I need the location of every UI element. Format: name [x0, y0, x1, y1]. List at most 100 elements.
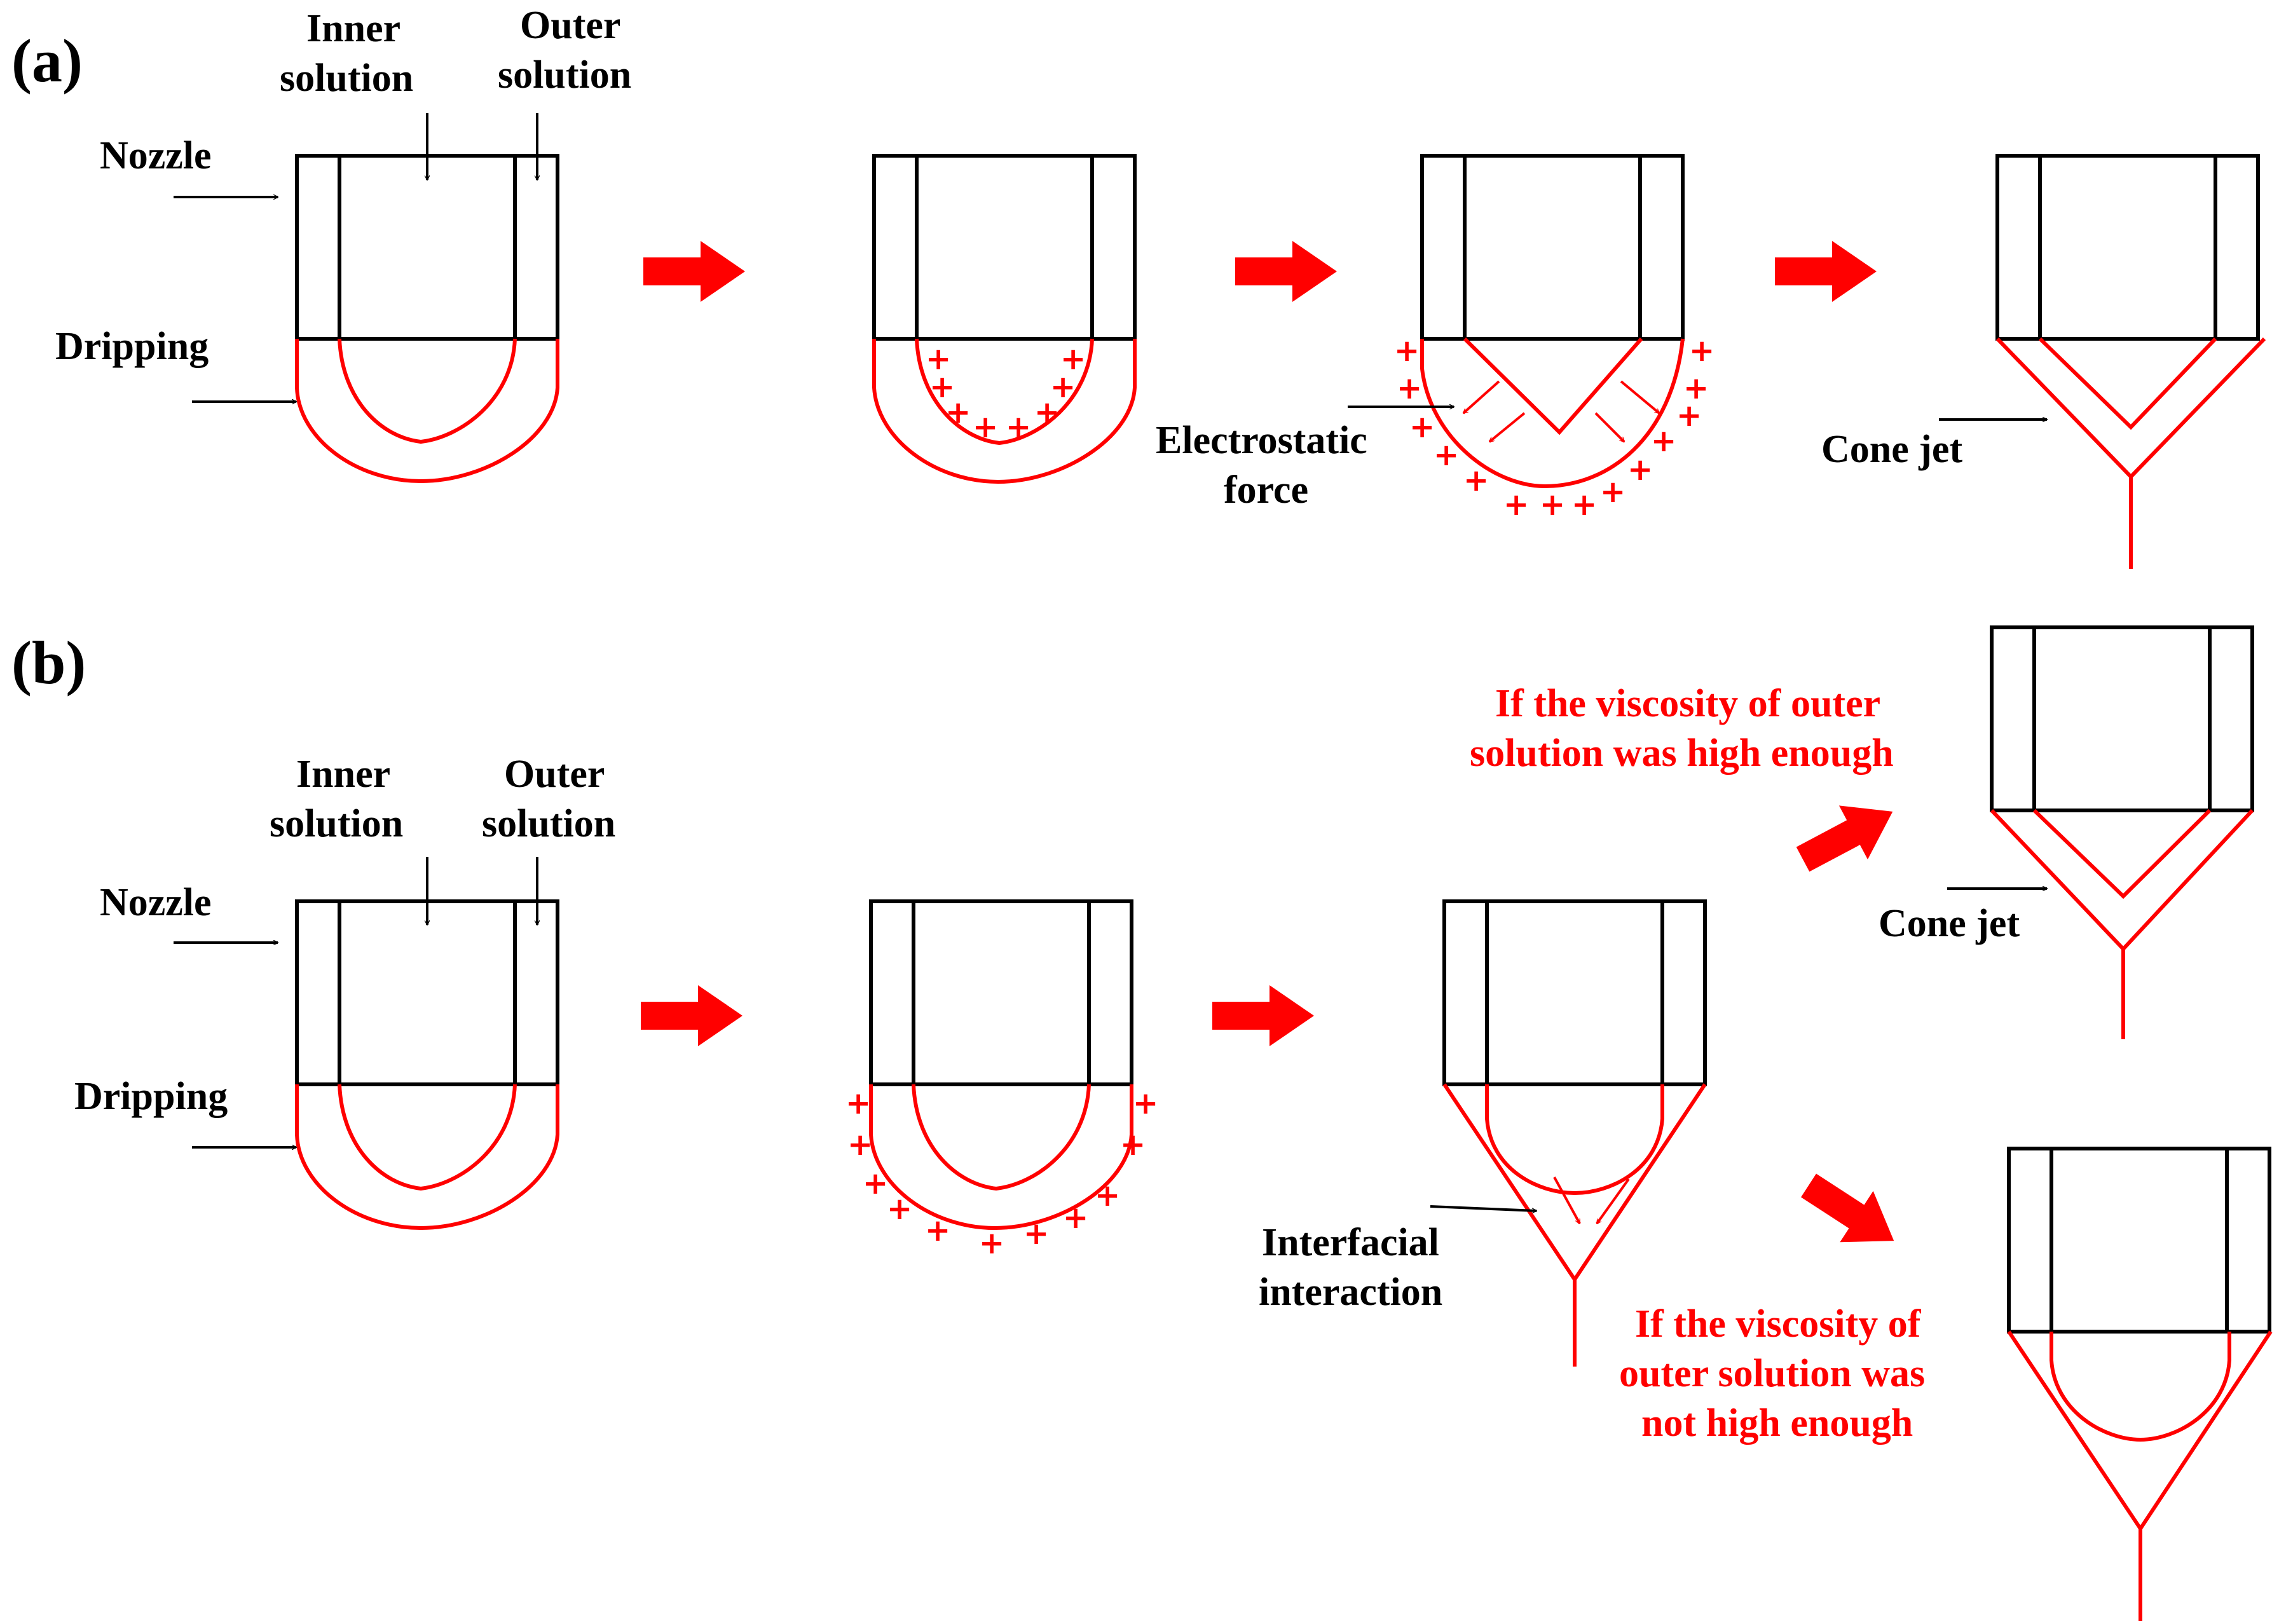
- panel-b-step1-dripping: Inner solution Outer solution Nozzle Dri…: [74, 753, 615, 1231]
- dripping-label: Dripping: [55, 325, 209, 368]
- force-arrows: [1463, 380, 1659, 443]
- charge: +: [1571, 487, 1597, 522]
- outer-cone: [1990, 809, 2254, 952]
- process-arrow: [1235, 241, 1337, 302]
- panel-a-step1-dripping: Inner solution Outer solution Nozzle Dri…: [55, 4, 631, 484]
- charges: + + + + + + + + + + + + + +: [1394, 333, 1714, 522]
- branch-arrow-high: [1788, 784, 1907, 887]
- nozzle-label: Nozzle: [100, 881, 212, 924]
- nozzle-shape: [1444, 901, 1705, 1084]
- charges: + + + + + + + +: [926, 341, 1086, 445]
- panel-a-step3-electrostatic: + + + + + + + + + + + + + + Electrostati…: [1156, 156, 1714, 522]
- outer-droplet: [1420, 338, 1685, 489]
- panel-b: (b) Inner solution Outer solution Nozzle…: [11, 627, 2273, 1621]
- interfacial-interaction-label: Interfacial interaction: [1259, 1221, 1449, 1314]
- charge: +: [979, 1225, 1004, 1261]
- inner-droplet: [1485, 1084, 1664, 1196]
- charge: +: [1409, 409, 1435, 445]
- force-arrow: [1620, 380, 1659, 414]
- charge: +: [929, 369, 955, 405]
- process-arrow: [641, 985, 743, 1046]
- outer-cone: [2007, 1330, 2273, 1532]
- branch-arrow-low: [1791, 1159, 1911, 1267]
- charge: +: [1006, 409, 1031, 445]
- inner-droplet: [912, 1084, 1091, 1191]
- outer-droplet: [295, 1084, 559, 1231]
- nozzle-shape: [297, 901, 558, 1084]
- panel-a-step4-cone-jet: Cone jet: [1821, 156, 2266, 569]
- charge: +: [1095, 1178, 1120, 1213]
- outer-droplet: [869, 1084, 1133, 1231]
- charge: +: [925, 1213, 950, 1248]
- charge: +: [1689, 333, 1714, 369]
- inner-cone: [2032, 809, 2212, 899]
- charge: +: [1397, 371, 1422, 406]
- force-arrow: [1489, 412, 1526, 443]
- inner-droplet: [338, 1084, 517, 1191]
- electrostatic-force-label: Electrostatic force: [1156, 419, 1377, 512]
- charge: +: [1063, 1200, 1088, 1236]
- charge: +: [1060, 341, 1086, 377]
- charge: +: [1463, 463, 1489, 498]
- charge: +: [1050, 369, 1076, 405]
- inner-cone: [1463, 337, 1643, 435]
- charge: +: [973, 409, 998, 445]
- outer-droplet: [295, 339, 559, 484]
- force-arrow: [1594, 412, 1624, 442]
- interfacial-pointer: [1430, 1205, 1536, 1211]
- interaction-arrow: [1553, 1177, 1581, 1224]
- charge: +: [1120, 1127, 1146, 1163]
- panel-b-step2-charging: + + + + + + + + + + +: [845, 901, 1158, 1261]
- cone-jet-label: Cone jet: [1879, 902, 2020, 945]
- charge: +: [1651, 423, 1676, 459]
- inner-solution-label: Inner solution: [280, 7, 413, 100]
- charge: +: [887, 1191, 912, 1227]
- outer-solution-label: Outer solution: [482, 753, 615, 845]
- charge: +: [1133, 1086, 1158, 1121]
- charge: +: [1627, 452, 1653, 488]
- outer-droplet: [872, 339, 1137, 484]
- nozzle-shape: [1992, 627, 2252, 810]
- charge: +: [926, 341, 951, 377]
- outer-cone: [1995, 337, 2266, 480]
- charge: +: [1540, 487, 1565, 522]
- nozzle-shape: [874, 156, 1135, 339]
- inner-cone: [2038, 337, 2217, 430]
- charge: +: [847, 1127, 873, 1163]
- panel-a-label: (a): [11, 27, 83, 95]
- nozzle-shape: [297, 156, 558, 339]
- outer-cone: [1442, 1083, 1707, 1283]
- charge: +: [1034, 395, 1060, 430]
- cone-jet-label: Cone jet: [1821, 428, 1962, 471]
- panel-b-step3-interfacial: Interfacial interaction: [1259, 901, 1705, 1367]
- nozzle-shape: [1422, 156, 1683, 339]
- charge: +: [1503, 487, 1529, 522]
- panel-b-label: (b): [11, 629, 86, 697]
- charge: +: [845, 1086, 871, 1121]
- process-arrow: [1212, 985, 1314, 1046]
- nozzle-shape: [1997, 156, 2258, 339]
- panel-a: (a) Inner solution Outer solution Nozzle…: [11, 4, 2266, 569]
- process-arrow: [1775, 241, 1877, 302]
- inner-droplet: [915, 338, 1094, 446]
- outcome-low-viscosity: If the viscosity of outer solution was n…: [1619, 1149, 2273, 1621]
- charge: +: [1394, 333, 1420, 369]
- outcome-high-viscosity: If the viscosity of outer solution was h…: [1470, 627, 2252, 1039]
- inner-droplet: [2050, 1332, 2231, 1442]
- charges: + + + + + + + + + + +: [845, 1086, 1158, 1261]
- charge: +: [1683, 371, 1709, 406]
- charge: +: [1676, 398, 1702, 433]
- high-viscosity-label: If the viscosity of outer solution was h…: [1470, 682, 1894, 775]
- process-arrow: [643, 241, 745, 302]
- charge: +: [1023, 1216, 1049, 1252]
- charge: +: [863, 1166, 888, 1201]
- inner-droplet: [338, 338, 517, 444]
- nozzle-shape: [2009, 1149, 2269, 1332]
- dripping-label: Dripping: [74, 1075, 228, 1118]
- low-viscosity-label: If the viscosity of outer solution was n…: [1619, 1302, 1935, 1445]
- charge: +: [1600, 474, 1625, 510]
- charge: +: [945, 395, 971, 430]
- inner-solution-label: Inner solution: [270, 753, 403, 845]
- force-arrow: [1463, 380, 1500, 414]
